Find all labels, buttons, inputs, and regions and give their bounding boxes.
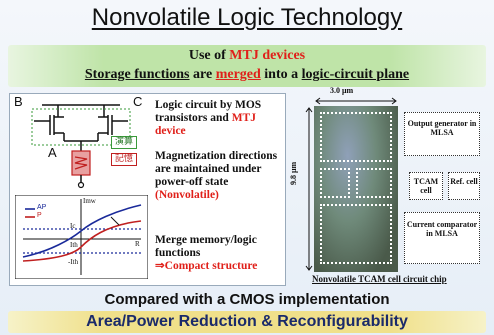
point-logic-circuit-highlight: MTJ device (155, 112, 256, 137)
point-magnetization-text: Magnetization directions are maintained … (155, 150, 278, 188)
height-dimension-arrow (305, 107, 313, 271)
hysteresis-graph (15, 195, 148, 279)
banner-line-2-highlight: merged (215, 67, 261, 82)
width-label: 3.0 μm (330, 86, 354, 95)
banner-line-2-c: into a (260, 67, 302, 82)
chip-region-tcam (320, 168, 350, 198)
benefit-text: Area/Power Reduction & Reconfigurability (86, 313, 408, 330)
output-generator-box: Output generator in MLSA (404, 112, 480, 156)
chip-caption: Nonvolatile TCAM cell circuit chip (312, 274, 447, 284)
banner-line-2-d: logic-circuit plane (301, 67, 410, 82)
banner-line-1-text: Use of (188, 48, 230, 63)
width-dimension-arrow (315, 97, 397, 105)
compute-tag: 演算 (111, 136, 138, 149)
headline-banner: Use of MTJ devices Storage functions are… (8, 45, 486, 87)
node-label-a: A (48, 145, 57, 160)
point-merge: Merge memory/logic functions⇒Compact str… (155, 234, 283, 273)
ref-cell-box: Ref. cell (448, 172, 480, 200)
point-magnetization-highlight: (Nonvolatile) (155, 189, 219, 201)
graph-y-label: Imw (83, 197, 96, 205)
legend-p: P (37, 212, 42, 219)
node-label-c: C (133, 94, 143, 109)
banner-line-2: Storage functions are merged into a logi… (8, 67, 486, 83)
mos-mtj-circuit-diagram (12, 95, 152, 193)
point-logic-circuit: Logic circuit by MOS transistors and MTJ… (155, 99, 283, 138)
tick-ic: Ic (70, 222, 76, 230)
banner-line-2-a: Storage functions (84, 67, 190, 82)
point-merge-highlight: ⇒Compact structure (155, 260, 258, 272)
point-logic-circuit-text: Logic circuit by MOS transistors and (155, 99, 262, 124)
banner-line-2-b: are (189, 67, 216, 82)
slide-title: Nonvolatile Logic Technology (91, 4, 403, 31)
comparison-line: Compared with a CMOS implementation (104, 291, 390, 308)
point-merge-text: Merge memory/logic functions (155, 234, 257, 259)
node-label-b: B (14, 94, 23, 109)
banner-line-1: Use of MTJ devices (8, 48, 486, 64)
memory-tag: 記憶 (111, 153, 138, 166)
chip-photo (314, 106, 398, 272)
benefit-banner: Area/Power Reduction & Reconfigurability (8, 311, 486, 333)
chip-region-output (320, 112, 392, 162)
legend-ap: AP (37, 204, 47, 211)
current-comparator-box: Current comparator in MLSA (404, 212, 480, 264)
point-magnetization: Magnetization directions are maintained … (155, 150, 283, 202)
tick-ith: Ith (70, 241, 78, 249)
chip-region-comparator (320, 204, 392, 264)
tick-neg-ith: -Ith (68, 258, 79, 266)
height-label: 9.8 μm (289, 161, 298, 185)
chip-region-ref (356, 168, 392, 198)
banner-line-1-highlight: MTJ devices (229, 48, 306, 63)
tcam-cell-box: TCAM cell (409, 172, 443, 200)
graph-x-label: R (135, 240, 140, 248)
